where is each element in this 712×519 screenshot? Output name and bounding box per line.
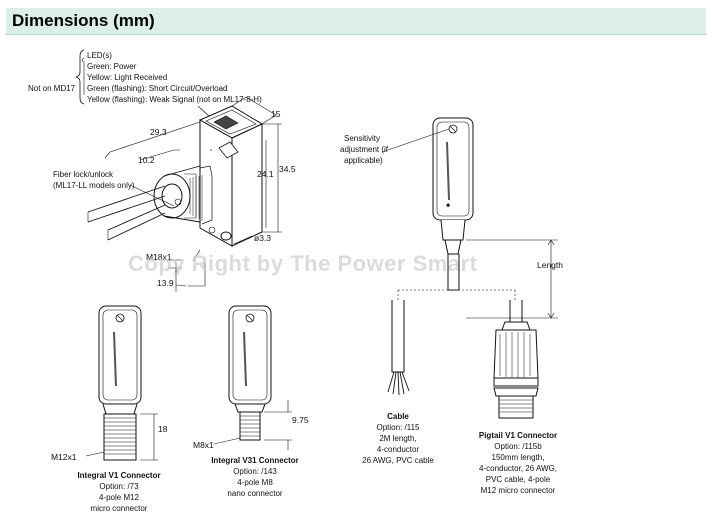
led-line-4: Yellow (flashing): Weak Signal (not on M… [87,95,262,104]
integral-v1-line-1: Option: /73 [99,482,139,491]
length-dimension [397,239,558,319]
dim-34-5: 34.5 [279,164,296,174]
integral-v31-thread: M8x1 [193,440,214,450]
pigtail-line-4: PVC cable, 4-pole [486,475,551,484]
integral-v31-caption: Integral V31 Connector Option: /143 4-po… [211,456,299,498]
dim-29-3: 29.3 [150,127,167,137]
dim-15: 15 [271,109,281,119]
sensitivity-line-3: applicable) [344,156,383,165]
page-title: Dimensions (mm) [12,11,155,30]
sensitivity-line-2: adjustment (if [340,145,389,154]
pigtail-caption: Pigtail V1 Connector Option: /115b 150mm… [479,431,557,495]
fiber-annotation: Fiber lock/unlock (ML17-LL models only) [53,170,175,207]
integral-v1-title: Integral V1 Connector [77,471,160,480]
integral-v1-thread: M12x1 [51,452,77,462]
cable-sensor-drawing: ✦ [432,117,474,291]
pigtail-title: Pigtail V1 Connector [479,431,557,440]
sensitivity-line-1: Sensitivity [344,134,380,143]
header-bar: Dimensions (mm) [6,8,706,35]
pigtail-connector-drawing [493,300,539,419]
pigtail-line-2: 150mm length, [492,453,545,462]
integral-v31-drawing [228,305,272,441]
led-line-2: Yellow: Light Received [87,73,167,82]
integral-v31-line-2: 4-pole M8 [237,478,273,487]
integral-v1-line-3: micro connector [91,504,148,513]
integral-v1-caption: Integral V1 Connector Option: /73 4-pole… [77,471,160,513]
led-line-3: Green (flashing): Short Circuit/Overload [87,84,228,93]
cable-option-caption: Cable Option: /115 2M length, 4-conducto… [362,412,434,465]
integral-v31-line-1: Option: /143 [233,467,277,476]
not-on-md17-label: Not on MD17 [28,84,76,93]
cable-sensor-logo: ✦ [446,203,450,209]
dim-24-1: 24.1 [257,169,274,179]
dim-3-3: ø3.3 [254,233,271,243]
cable-line-3: 4-conductor [377,445,420,454]
fiber-line-2: (ML17-LL models only) [53,181,135,190]
integral-v1-drawing [98,305,142,461]
sensitivity-annotation: Sensitivity adjustment (if applicable) [340,128,450,165]
main-sensor-drawing [87,105,264,247]
integral-v1-dim-18: 18 [158,424,168,434]
pigtail-line-3: 4-conductor, 26 AWG, [479,464,557,473]
cable-line-1: Option: /115 [377,423,421,432]
main-dimension-labels: 15 29.3 10.2 24.1 34.5 ø3.3 M18x1 13.9 [138,109,296,288]
led-line-1: Green: Power [87,62,137,71]
led-brace [75,49,85,105]
cable-title: Cable [387,412,409,421]
length-label: Length [537,260,563,270]
cable-option-drawing [387,300,410,396]
cable-line-4: 26 AWG, PVC cable [362,456,434,465]
watermark-text: Copy Right by The Power Smart [128,251,478,276]
led-title: LED(s) [87,51,112,60]
dim-m18: M18x1 [146,252,172,262]
led-annotation: LED(s) Green: Power Yellow: Light Receiv… [28,49,262,129]
integral-v31-title: Integral V31 Connector [211,456,299,465]
dim-13-9: 13.9 [157,278,174,288]
fiber-line-1: Fiber lock/unlock [53,170,114,179]
pigtail-line-5: M12 micro connector [481,486,556,495]
dim-10-2: 10.2 [138,155,155,165]
cable-line-2: 2M length, [379,434,416,443]
main-dimension-lines [104,96,282,292]
pigtail-line-1: Option: /115b [494,442,542,451]
integral-v31-line-3: nano connector [227,489,282,498]
integral-v1-line-2: 4-pole M12 [99,493,140,502]
integral-v31-dim-9-75: 9.75 [292,415,309,425]
integral-v1-dims [85,413,158,461]
integral-v31-dims [213,400,292,450]
